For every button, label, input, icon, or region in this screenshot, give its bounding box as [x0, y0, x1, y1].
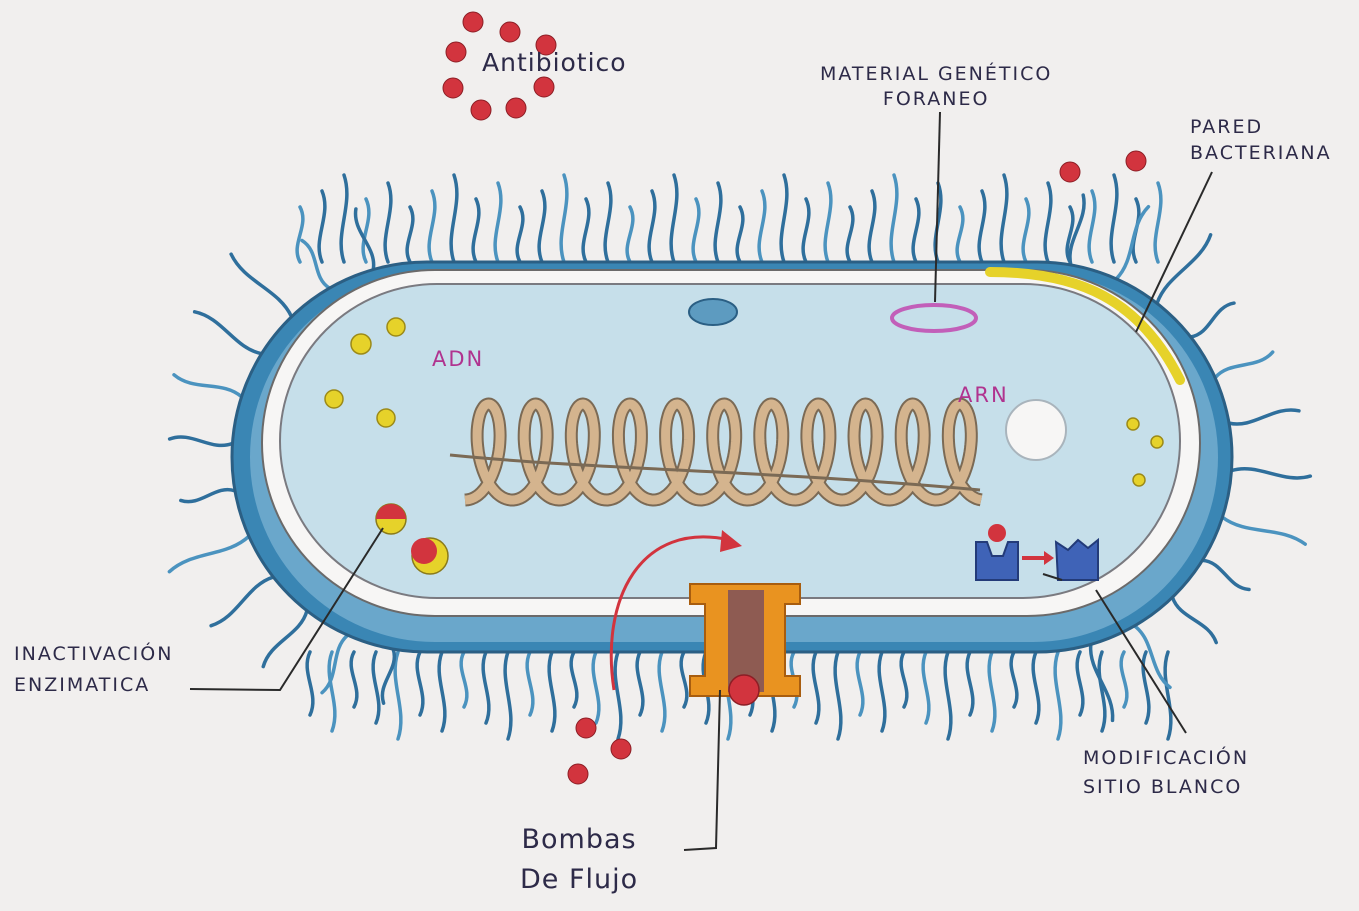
label-inactivacion-line2: ENZIMATICA	[14, 670, 173, 701]
arn-circle	[1006, 400, 1066, 460]
label-bombas-line1: Bombas	[520, 820, 638, 860]
label-inactivacion-line1: INACTIVACIÓN	[14, 639, 173, 670]
label-bombas-de-flujo: Bombas De Flujo	[520, 820, 638, 900]
label-arn: ARN	[958, 383, 1009, 407]
efflux-pump	[690, 584, 800, 705]
label-modificacion-line2: SITIO BLANCO	[1083, 773, 1249, 802]
label-inactivacion-enzimatica: INACTIVACIÓN ENZIMATICA	[14, 639, 173, 701]
label-material-line1: MATERIAL GENÉTICO	[820, 62, 1052, 87]
inactivated-antibiotic-2	[411, 538, 448, 574]
label-pared-bacteriana: PARED BACTERIANA	[1190, 114, 1332, 166]
label-pared-line2: BACTERIANA	[1190, 140, 1332, 166]
label-pared-line1: PARED	[1190, 114, 1332, 140]
label-antibiotico: Antibiotico	[482, 48, 627, 77]
label-bombas-line2: De Flujo	[520, 860, 638, 900]
label-material-genetico-foraneo: MATERIAL GENÉTICO FORANEO	[820, 62, 1052, 112]
ribosome	[689, 299, 737, 325]
label-modificacion-line1: MODIFICACIÓN	[1083, 744, 1249, 773]
label-modificacion-sitio-blanco: MODIFICACIÓN SITIO BLANCO	[1083, 744, 1249, 802]
label-adn: ADN	[432, 347, 484, 371]
inactivated-antibiotic-1	[376, 504, 406, 534]
label-material-line2: FORANEO	[820, 87, 1052, 112]
